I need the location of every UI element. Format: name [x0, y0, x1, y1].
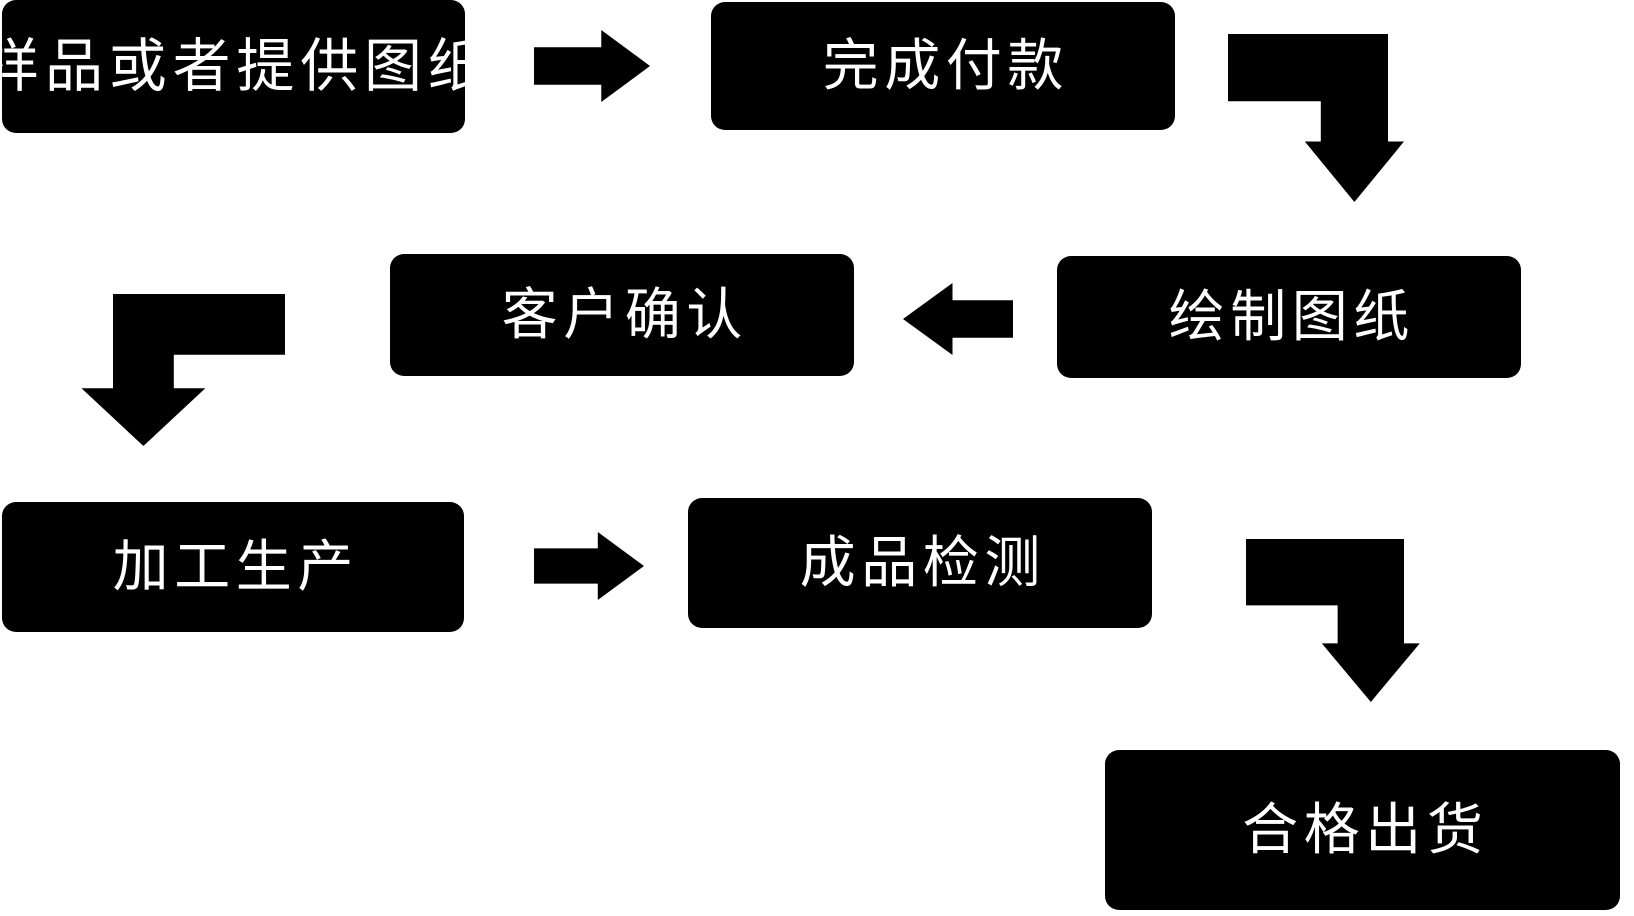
process-node-label: 合格出货: [1242, 798, 1489, 861]
process-node-processing-production[interactable]: 加工生产: [2, 502, 464, 632]
connector-elbow-right-down-icon: [1228, 34, 1404, 202]
process-node-sample-or-drawing[interactable]: 样品或者提供图纸: [0, 0, 486, 133]
process-node-complete-payment[interactable]: 完成付款: [711, 2, 1175, 130]
process-node-qualified-shipment[interactable]: 合格出货: [1105, 750, 1620, 910]
process-node-finished-product-inspection[interactable]: 成品检测: [688, 498, 1152, 628]
process-node-label: 客户确认: [501, 283, 749, 346]
process-node-customer-confirm[interactable]: 客户确认: [390, 254, 854, 376]
process-node-label: 绘制图纸: [1168, 285, 1416, 348]
process-node-label: 成品检测: [799, 531, 1047, 594]
connector-elbow-left-down-icon: [81, 294, 285, 446]
process-node-label: 加工生产: [112, 535, 360, 598]
process-node-draw-drawings[interactable]: 绘制图纸: [1057, 256, 1521, 378]
process-node-label: 样品或者提供图纸: [0, 33, 492, 99]
connector-arrow-right-icon: [534, 532, 644, 600]
connector-elbow-right-down-icon: [1246, 539, 1420, 702]
connector-arrow-right-icon: [534, 30, 650, 102]
process-node-label: 完成付款: [822, 34, 1070, 97]
connector-arrow-left-icon: [903, 283, 1013, 355]
